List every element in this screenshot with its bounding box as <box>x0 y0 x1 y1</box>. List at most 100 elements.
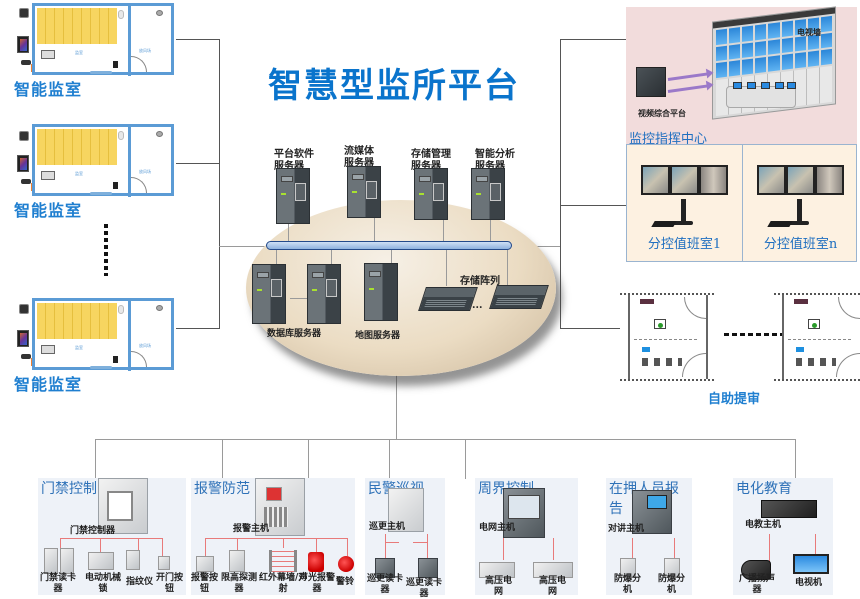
db-server-label: 数据库服务器 <box>267 329 322 339</box>
label-line2: 钮 <box>165 584 175 594</box>
server-label-line2: 服务器 <box>274 161 304 172</box>
wire <box>205 538 206 556</box>
cell1-link <box>176 39 220 40</box>
exit-button-icon <box>158 556 170 570</box>
label-line1: 声光报警 <box>299 573 336 583</box>
television-icon <box>793 554 829 574</box>
partition-wall <box>128 127 131 197</box>
speaker-icon <box>113 61 118 68</box>
interrogation-room-floorplan <box>774 293 860 381</box>
device-label: 防爆分机 <box>658 574 685 596</box>
tv-wall-label: 电视墙 <box>797 27 821 37</box>
fence-host-icon <box>503 488 545 538</box>
monitor-center-link <box>560 39 626 40</box>
label-line2: 网 <box>494 587 504 597</box>
subsystem-access-control[interactable]: 门禁控制 门禁控制器 门禁读卡器 电动机械锁 指纹仪 开门按钮 <box>38 478 186 595</box>
door-icon <box>131 177 147 193</box>
connector <box>391 250 392 264</box>
device-label: 开门按钮 <box>156 573 183 595</box>
subsystem-patrol[interactable]: 民警巡视 巡更主机 巡更读卡器 巡更读卡器 <box>365 478 445 599</box>
video-platform-icon <box>636 67 666 97</box>
device-label: 电动机械锁 <box>85 573 121 595</box>
server-icon <box>307 264 341 324</box>
duty-room-link <box>560 205 626 206</box>
loudspeaker-icon <box>741 560 771 580</box>
label-line1: 高压电 <box>485 576 513 586</box>
subsystem-education[interactable]: 电化教育 电教主机 广播扬声器 电视机 <box>733 478 833 595</box>
server-label: 存储管理 服务器 <box>411 149 451 173</box>
tablet-icon <box>17 36 29 53</box>
yard-label: 放风场 <box>139 169 151 174</box>
speaker-icon <box>113 356 118 363</box>
triple-monitor-icon <box>757 165 845 199</box>
patrol-reader-icon <box>375 558 395 578</box>
label-line1: 指纹仪 <box>126 577 154 587</box>
monitor-stand <box>681 199 686 221</box>
duty-room-n[interactable]: 分控值班室n <box>742 145 857 261</box>
tv-icon <box>41 171 55 180</box>
label-line2: 射 <box>278 584 288 594</box>
server-label-line1: 流媒体 <box>344 146 374 157</box>
speaker-icon <box>113 182 118 189</box>
wire <box>100 538 101 556</box>
connector <box>374 218 375 242</box>
patrol-host-icon <box>388 488 424 532</box>
server-label-line1: 智能分析 <box>475 149 515 160</box>
explosion-proof-terminal-icon <box>664 558 680 578</box>
server-icon <box>276 168 310 224</box>
self-interrogation-title: 自助提审 <box>708 392 761 407</box>
wire <box>162 538 163 556</box>
server-label-line2: 服务器 <box>475 161 505 172</box>
label-line2: 锁 <box>98 584 108 594</box>
yard-label: 放风场 <box>139 343 151 348</box>
wire <box>316 538 317 552</box>
subsystem-detainee-report[interactable]: 在押人员报告 对讲主机 防爆分机 防爆分机 <box>606 478 692 595</box>
wire <box>283 538 284 548</box>
cell3-link <box>176 328 220 329</box>
phone-icon <box>21 60 31 65</box>
label-line2: 器 <box>380 585 390 595</box>
label-line1: 电视机 <box>795 578 823 588</box>
room-label: 监室 <box>75 171 83 176</box>
device-label: 巡更读卡器 <box>403 578 445 599</box>
label-line1: 电动机械 <box>85 573 122 583</box>
subsystem-alarm[interactable]: 报警防范 报警主机 报警按钮 限高探测器 红外幕墙/对射 声光报警器 警铃 <box>191 478 355 595</box>
host-label: 电教主机 <box>745 520 782 530</box>
device-label: 指纹仪 <box>126 577 153 588</box>
label-line2: 钮 <box>200 584 210 594</box>
duty-room-1[interactable]: 分控值班室1 <box>627 145 742 261</box>
device-label: 警铃 <box>336 577 354 588</box>
page-title: 智慧型监所平台 <box>268 66 520 106</box>
connector <box>331 250 332 268</box>
alarm-host-icon <box>255 478 305 536</box>
monitor-base <box>783 221 809 225</box>
label-line1: 防爆分 <box>614 574 642 584</box>
video-platform-label: 视频综合平台 <box>638 108 686 118</box>
fingerprint-icon <box>126 550 140 570</box>
duty-rooms: 分控值班室1 分控值班室n <box>626 144 857 262</box>
yard-label: 放风场 <box>139 48 151 53</box>
subsystem-title: 门禁控制 <box>41 481 97 497</box>
label-line1: 限高探测 <box>221 573 258 583</box>
wire <box>138 538 139 552</box>
label-line1: 开门按 <box>156 573 184 583</box>
education-host-icon <box>761 500 817 518</box>
label-line1: 门禁读卡 <box>40 573 77 583</box>
label-line1: 广播扬声 <box>739 574 776 584</box>
bunks-icon <box>37 129 117 165</box>
monitor-center-title: 监控指挥中心 <box>629 132 708 147</box>
monitor-stand <box>797 199 802 221</box>
server-icon <box>252 264 286 324</box>
label-line1: 红外幕墙/对 <box>259 573 308 583</box>
wire <box>553 538 554 560</box>
drop-access <box>95 439 96 479</box>
host-label: 巡更主机 <box>369 522 406 532</box>
duty-room-label: 分控值班室n <box>763 237 838 252</box>
map-server-label: 地图服务器 <box>355 331 401 341</box>
toilet-icon <box>118 305 124 314</box>
patrol-reader-icon <box>418 558 438 578</box>
label-line2: 机 <box>623 585 633 595</box>
wire <box>427 534 428 562</box>
server-icon <box>471 168 505 220</box>
